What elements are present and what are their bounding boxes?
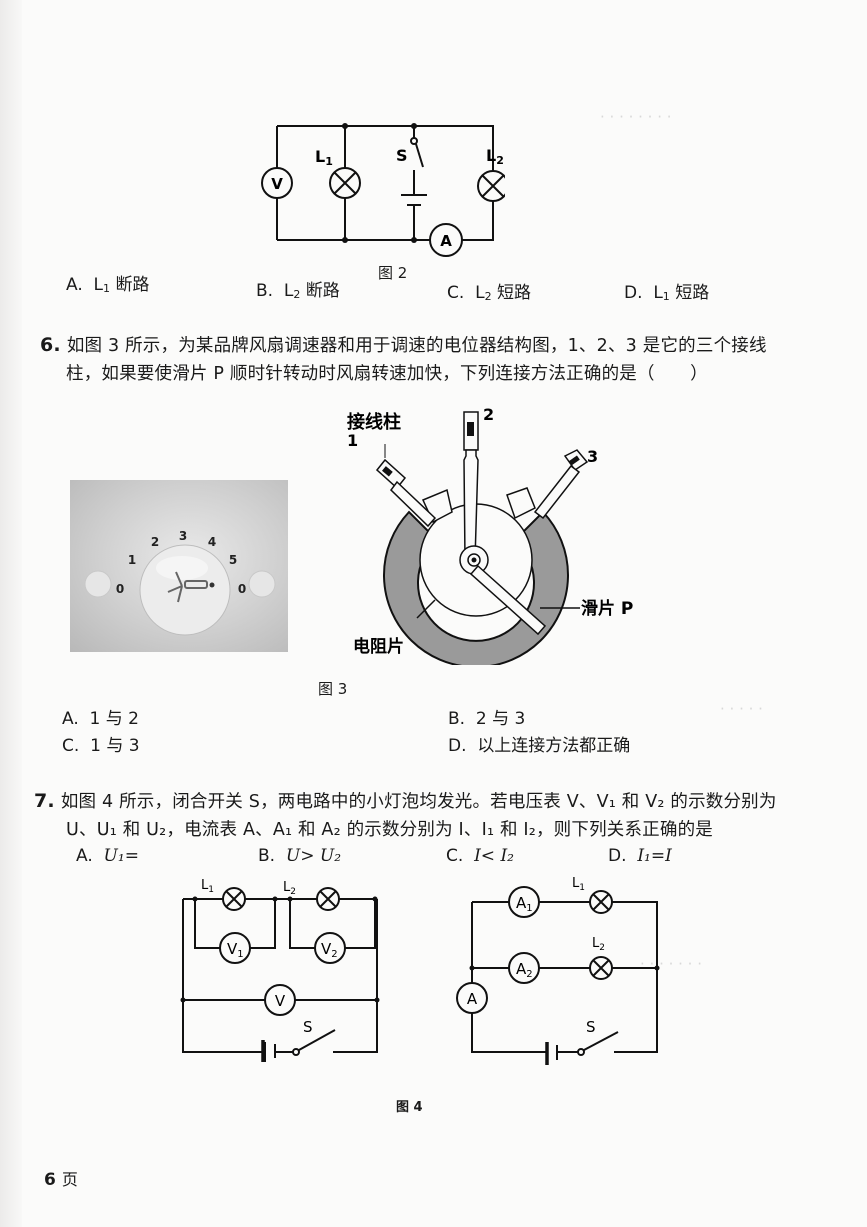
left-l2-label: L2 <box>283 880 296 897</box>
lamp2-label: L2 <box>486 146 504 167</box>
switch-label: S <box>396 146 408 165</box>
v1-label: V1 <box>227 940 244 960</box>
lamp1-label: L1 <box>315 147 333 168</box>
svg-text:0: 0 <box>238 582 246 596</box>
terminal-label: 接线柱 <box>347 411 401 433</box>
potentiometer-diagram: 接线柱 1 2 3 滑片 P 电阻片 <box>347 405 633 665</box>
q6-option-a[interactable]: A. 1 与 2 <box>62 709 139 729</box>
figure-4-caption: 图 4 <box>396 1100 423 1115</box>
figure-4-left-circuit: L1 L2 V1 V2 V S <box>180 878 380 1062</box>
voltmeter-label: V <box>271 175 283 193</box>
a1-label: A1 <box>516 894 533 914</box>
q6-option-b[interactable]: B. 2 与 3 <box>448 709 526 729</box>
q7-option-a[interactable]: A. U₁= <box>76 846 139 866</box>
ammeter-label: A <box>440 232 452 250</box>
slider-p-label: 滑片 P <box>581 598 633 619</box>
q7-stem-line1: 7.如图 4 所示，闭合开关 S，两电路中的小灯泡均发光。若电压表 V、V₁ 和… <box>34 790 777 812</box>
a-label: A <box>467 990 478 1008</box>
svg-text:2: 2 <box>151 535 159 549</box>
svg-text:5: 5 <box>229 553 237 567</box>
terminal-1-label: 1 <box>347 431 358 450</box>
resistor-strip-label: 电阻片 <box>353 636 404 657</box>
q5-option-a[interactable]: A. L1 断路 <box>66 275 150 295</box>
fan-regulator-photo: 0 1 2 3 4 5 0 <box>70 480 288 652</box>
terminal-2-label: 2 <box>483 405 494 424</box>
v-label: V <box>275 992 286 1010</box>
svg-text:3: 3 <box>179 529 187 543</box>
q7-number: 7. <box>34 790 55 812</box>
left-l1-label: L1 <box>201 878 214 895</box>
right-switch-label: S <box>586 1018 596 1036</box>
left-switch-label: S <box>303 1018 313 1036</box>
figure-4-right-circuit: A1 A2 A L1 L2 S <box>456 876 660 1065</box>
figure-2-circuit: V L1 S L2 A <box>261 123 505 257</box>
q5-option-c[interactable]: C. L2 短路 <box>447 283 531 303</box>
a2-label: A2 <box>516 960 533 980</box>
svg-text:4: 4 <box>208 535 216 549</box>
q5-option-d[interactable]: D. L1 短路 <box>624 283 710 303</box>
scan-page-edge <box>0 0 22 1227</box>
q7-option-c[interactable]: C. I< I₂ <box>446 846 514 866</box>
terminal-3-label: 3 <box>587 447 598 466</box>
q6-stem-line1: 6.如图 3 所示，为某品牌风扇调速器和用于调速的电位器结构图，1、2、3 是它… <box>40 334 767 356</box>
q6-option-c[interactable]: C. 1 与 3 <box>62 736 140 756</box>
q7-option-d[interactable]: D. I₁=I <box>608 846 672 866</box>
q5-option-b[interactable]: B. L2 断路 <box>256 281 340 301</box>
figure-3-caption: 图 3 <box>318 680 348 698</box>
svg-text:1: 1 <box>128 553 136 567</box>
q7-option-b[interactable]: B. U> U₂ <box>258 846 342 866</box>
svg-text:0: 0 <box>116 582 124 596</box>
figure-2-caption: 图 2 <box>378 264 408 282</box>
q6-number: 6. <box>40 334 61 356</box>
right-l1-label: L1 <box>572 876 585 893</box>
q6-stem-line2: 柱，如果要使滑片 P 顺时针转动时风扇转速加快，下列连接方法正确的是（ ） <box>66 364 708 384</box>
bleed-through-text: · · · · · <box>720 700 763 718</box>
q6-option-d[interactable]: D. 以上连接方法都正确 <box>448 736 631 756</box>
right-l2-label: L2 <box>592 936 605 953</box>
v2-label: V2 <box>321 940 338 960</box>
bleed-through-text: · · · · · · · · <box>600 108 672 126</box>
q7-stem-line2: U、U₁ 和 U₂，电流表 A、A₁ 和 A₂ 的示数分别为 I、I₁ 和 I₂… <box>66 820 713 840</box>
